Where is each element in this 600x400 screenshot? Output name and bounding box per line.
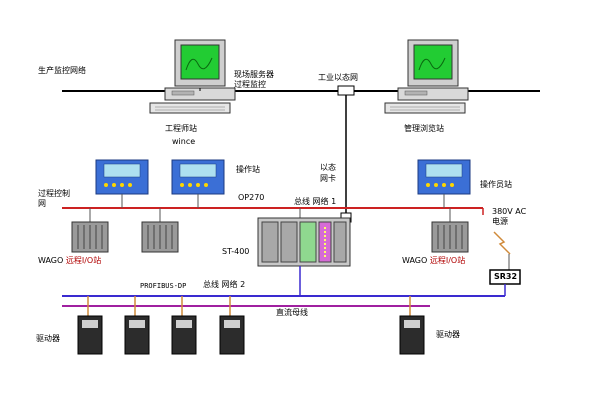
label-server-line1: 现场服务器 (234, 70, 274, 79)
label-wago-left: WAGO 远程I/O站 (38, 256, 101, 266)
wago-io-right (431, 208, 469, 253)
label-ethernet-card-line1: 以态 (320, 163, 336, 172)
label-wago-right-suffix: 远程I/O站 (429, 256, 466, 265)
label-process-control-line2: 网 (38, 199, 46, 208)
operator-panel-op270 (171, 159, 225, 208)
drive-3 (171, 315, 197, 355)
drive-5 (399, 315, 425, 355)
label-wago-left-suffix: 远程I/O站 (65, 256, 102, 265)
label-process-control-line1: 过程控制 (38, 189, 70, 198)
label-operator-station-right: 操作员站 (480, 180, 512, 189)
engineer-workstation (149, 39, 236, 114)
label-ethernet-card-line2: 网卡 (320, 174, 336, 183)
operator-panel-right (417, 159, 471, 208)
label-profibus: PROFIBUS-DP (140, 282, 187, 290)
label-380v-ac-line2: 电源 (492, 217, 508, 226)
ethernet-connector (337, 85, 355, 96)
drive-2 (124, 315, 150, 355)
label-op270: OP270 (238, 193, 265, 202)
label-bus-network-1: 总线 网络 1 (294, 197, 337, 206)
label-drive-left: 驱动器 (36, 334, 60, 343)
drive-drops (87, 296, 411, 316)
label-production-monitoring-network: 生产监控网络 (38, 66, 86, 75)
label-wago-right: WAGO 远程I/O站 (402, 256, 465, 266)
label-st400: ST-400 (222, 247, 250, 256)
label-bus-network-2: 总线 网络 2 (203, 280, 246, 289)
management-workstation (384, 39, 469, 114)
label-engineer-station: 工程师站 (165, 124, 197, 133)
label-380v-ac-line1: 380V AC (492, 207, 527, 216)
drive-1 (77, 315, 103, 355)
label-drive-right: 驱动器 (436, 330, 460, 339)
wago-io-left-1 (71, 208, 109, 253)
label-wago-left-prefix: WAGO (38, 256, 64, 265)
label-management-station: 管理浏览站 (404, 124, 444, 133)
label-wincc: wince (172, 137, 196, 146)
wago-io-left-2 (141, 208, 179, 253)
label-server-line2: 过程监控 (234, 80, 266, 89)
plc-rack-st400 (257, 208, 351, 267)
label-dc-bus: 直流母线 (276, 308, 308, 317)
label-wago-right-prefix: WAGO (402, 256, 428, 265)
drive-4 (219, 315, 245, 355)
power-supply-link (482, 208, 521, 296)
operator-panel-left (95, 159, 149, 208)
label-sr32: SR32 (494, 272, 518, 281)
label-industrial-ethernet: 工业以态网 (318, 73, 358, 82)
label-operator-station: 操作站 (236, 165, 260, 174)
